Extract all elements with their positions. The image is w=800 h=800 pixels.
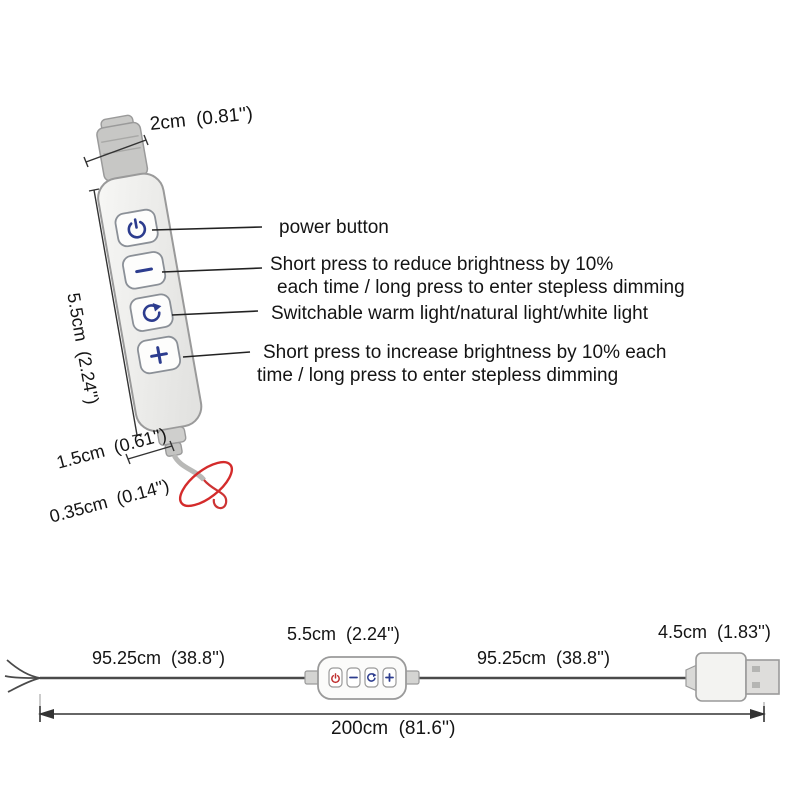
- power-leader-line: [151, 226, 263, 231]
- right-segment-dim-label: 95.25cm (38.8''): [477, 648, 610, 668]
- left-segment-dim-label: 95.25cm (38.8''): [92, 648, 225, 668]
- inline-controller-dim-label: 5.5cm (2.24''): [287, 624, 400, 644]
- cycle-arrow-icon: [142, 303, 162, 322]
- cable-tip: [203, 479, 228, 510]
- power-button-label: power button: [279, 217, 389, 238]
- connector-dim-line: [85, 139, 147, 163]
- dimension-lines: [83, 134, 175, 465]
- remote-controller: [96, 114, 203, 457]
- left-arrow-icon: [38, 709, 54, 719]
- small-plus-icon: [385, 673, 394, 682]
- leader-lines: [151, 226, 263, 358]
- small-cycle-icon: [367, 672, 377, 682]
- small-power-icon: [331, 673, 340, 684]
- inline-controller: [304, 656, 420, 700]
- cycle-button: [129, 293, 174, 332]
- usb-length-dim-label: 4.5cm (1.83''): [658, 622, 771, 642]
- right-arrow-icon: [750, 709, 766, 719]
- red-highlight-circle: [178, 460, 234, 508]
- cycle-annotation: Switchable warm light/natural light/whit…: [271, 303, 649, 324]
- tail-dim-line: [127, 445, 173, 460]
- body-dim-line: [93, 189, 138, 436]
- output-cable: [171, 453, 206, 482]
- power-button: [114, 208, 159, 248]
- plus-icon: [150, 346, 168, 364]
- total-length-dim-label: 200cm (81.6''): [331, 718, 456, 739]
- minus-annotation-line2: each time / long press to enter stepless…: [277, 277, 685, 298]
- minus-button: [122, 251, 167, 290]
- total-dimension: [38, 694, 766, 722]
- plus-button: [136, 335, 182, 375]
- bare-wire-ends: [4, 659, 41, 693]
- cycle-leader-line: [171, 310, 259, 316]
- plus-leader-line: [182, 351, 251, 358]
- power-icon: [127, 218, 147, 239]
- usb-plug: [685, 652, 780, 702]
- top-connector: [96, 114, 149, 182]
- minus-leader-line: [161, 267, 263, 273]
- minus-annotation-line1: Short press to reduce brightness by 10%: [270, 254, 614, 275]
- minus-icon: [135, 267, 153, 274]
- plus-annotation-line2: time / long press to enter stepless dimm…: [257, 365, 619, 386]
- plus-annotation-line1: Short press to increase brightness by 10…: [263, 342, 667, 363]
